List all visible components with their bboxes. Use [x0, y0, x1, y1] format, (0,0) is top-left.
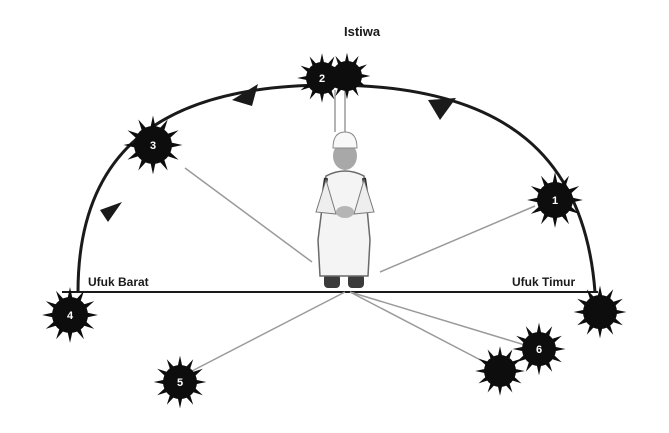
- sun-ray: [360, 73, 371, 79]
- sun-disc: [134, 126, 172, 164]
- sun-ray: [597, 327, 603, 339]
- person-head: [333, 142, 357, 170]
- arrow-icon: [100, 202, 122, 222]
- sun-icon: [475, 346, 525, 396]
- sun-icon: 6: [512, 322, 566, 376]
- sun-disc: [163, 365, 197, 399]
- sun-icon: 1: [527, 172, 583, 228]
- sun-icon: [323, 52, 371, 100]
- sun-number-label: 2: [319, 73, 325, 85]
- east-horizon-label: Ufuk Timur: [512, 275, 575, 289]
- ray-sun-3: [184, 167, 313, 263]
- sun-ray: [153, 379, 165, 385]
- arrow-icon: [428, 98, 456, 120]
- person-foot-right: [348, 274, 364, 288]
- sun-disc: [52, 297, 88, 333]
- sun-number-label: 5: [177, 377, 183, 389]
- sun-ray: [512, 346, 524, 352]
- sun-ray: [554, 346, 566, 352]
- sun-ray: [497, 346, 503, 357]
- sun-ray: [86, 312, 98, 318]
- sun-ray: [527, 197, 539, 203]
- sun-ray: [597, 285, 603, 297]
- person-sleeve-left: [315, 178, 337, 215]
- sun-icon: [573, 285, 627, 339]
- west-horizon-label: Ufuk Barat: [88, 275, 149, 289]
- sun-ray: [514, 368, 525, 374]
- person-figure: [315, 131, 375, 288]
- sun-ray: [123, 142, 137, 148]
- sun-ray: [344, 89, 350, 100]
- sun-ray: [169, 142, 183, 148]
- sun-number-label: 3: [150, 140, 156, 152]
- sun-ray: [552, 172, 558, 184]
- sun-ray: [297, 75, 308, 81]
- ray-sun-6: [349, 291, 526, 346]
- sun-ray: [177, 397, 183, 409]
- sun-ray: [571, 197, 583, 203]
- ray-sun-below-east: [349, 291, 493, 367]
- sun-ray: [319, 92, 325, 103]
- sun-ray: [573, 309, 585, 315]
- person-foot-left: [324, 274, 340, 288]
- sun-ray: [150, 161, 156, 175]
- sun-icon: 4: [42, 287, 98, 343]
- ray-sun-1: [379, 205, 536, 273]
- sun-ray: [319, 53, 325, 64]
- sun-icon: 5: [153, 355, 207, 409]
- sun-ray: [536, 322, 542, 334]
- sun-disc: [332, 61, 362, 91]
- sun-ray: [536, 364, 542, 376]
- sun-disc: [537, 182, 573, 218]
- rays: [184, 90, 536, 373]
- sun-ray: [615, 309, 627, 315]
- person-sleeve-right: [353, 178, 375, 215]
- ray-sun-5: [189, 291, 346, 373]
- zenith-label: Istiwa: [344, 24, 381, 39]
- sun-ray: [67, 287, 73, 299]
- sun-ray: [67, 331, 73, 343]
- person-hands: [336, 206, 354, 218]
- sun-ray: [552, 216, 558, 228]
- sun-ray: [497, 385, 503, 396]
- arrow-icon: [232, 84, 258, 106]
- sun-disc: [522, 332, 556, 366]
- person-cap: [332, 131, 358, 149]
- sun-number-label: 6: [536, 344, 542, 356]
- sun-ray: [177, 355, 183, 367]
- sun-ray: [150, 115, 156, 129]
- sun-disc: [484, 355, 516, 387]
- sun-ray: [475, 368, 486, 374]
- sun-icon: 3: [123, 115, 183, 175]
- sun-number-label: 4: [67, 310, 74, 322]
- sun-ray: [195, 379, 207, 385]
- sun-number-label: 1: [552, 195, 558, 207]
- sun-disc: [583, 295, 617, 329]
- sun-ray: [42, 312, 54, 318]
- sun-ray: [344, 52, 350, 63]
- sun-ray: [323, 73, 334, 79]
- suns-layer: 1 2 3 4 5 6: [42, 52, 627, 409]
